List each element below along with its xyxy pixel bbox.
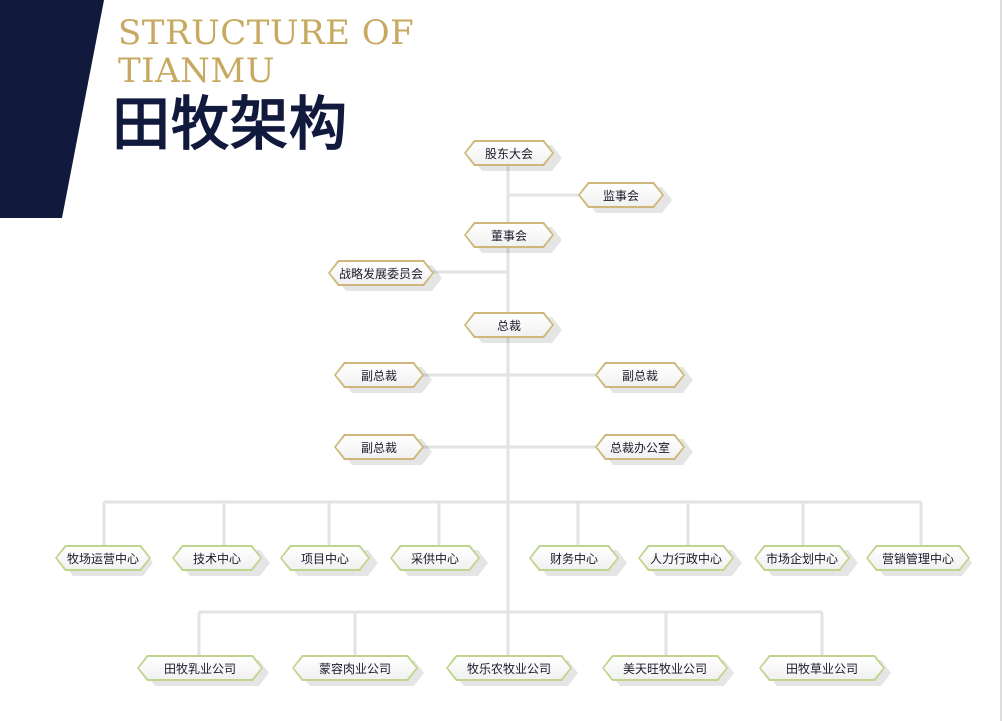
node-president: 总裁 (464, 312, 554, 338)
node-strategy-committee: 战略发展委员会 (328, 260, 434, 286)
node-company: 蒙容肉业公司 (292, 655, 418, 681)
node-center: 营销管理中心 (866, 545, 970, 571)
node-center: 项目中心 (280, 545, 370, 571)
node-center: 牧场运营中心 (55, 545, 151, 571)
title-english: STRUCTURE OF TIANMU (118, 14, 478, 90)
node-company: 美天旺牧业公司 (602, 655, 728, 681)
title-chinese: 田牧架构 (112, 90, 349, 158)
node-center: 人力行政中心 (638, 545, 734, 571)
title-english-line-1: STRUCTURE OF (118, 13, 415, 53)
node-company: 田牧草业公司 (759, 655, 885, 681)
page-edge-line (1000, 0, 1002, 721)
node-vp-left-2: 副总裁 (334, 434, 424, 460)
title-english-line-2: TIANMU (118, 51, 275, 91)
node-board: 董事会 (464, 222, 554, 248)
node-center: 技术中心 (172, 545, 262, 571)
node-center: 采供中心 (390, 545, 480, 571)
node-vp-left-1: 副总裁 (334, 362, 424, 388)
node-center: 市场企划中心 (754, 545, 850, 571)
node-supervisors: 监事会 (578, 182, 664, 208)
node-vp-right-1: 副总裁 (595, 362, 685, 388)
node-company: 牧乐农牧业公司 (446, 655, 572, 681)
node-president-office: 总裁办公室 (595, 434, 685, 460)
node-company: 田牧乳业公司 (137, 655, 263, 681)
node-shareholders: 股东大会 (464, 140, 554, 166)
node-center: 财务中心 (529, 545, 619, 571)
